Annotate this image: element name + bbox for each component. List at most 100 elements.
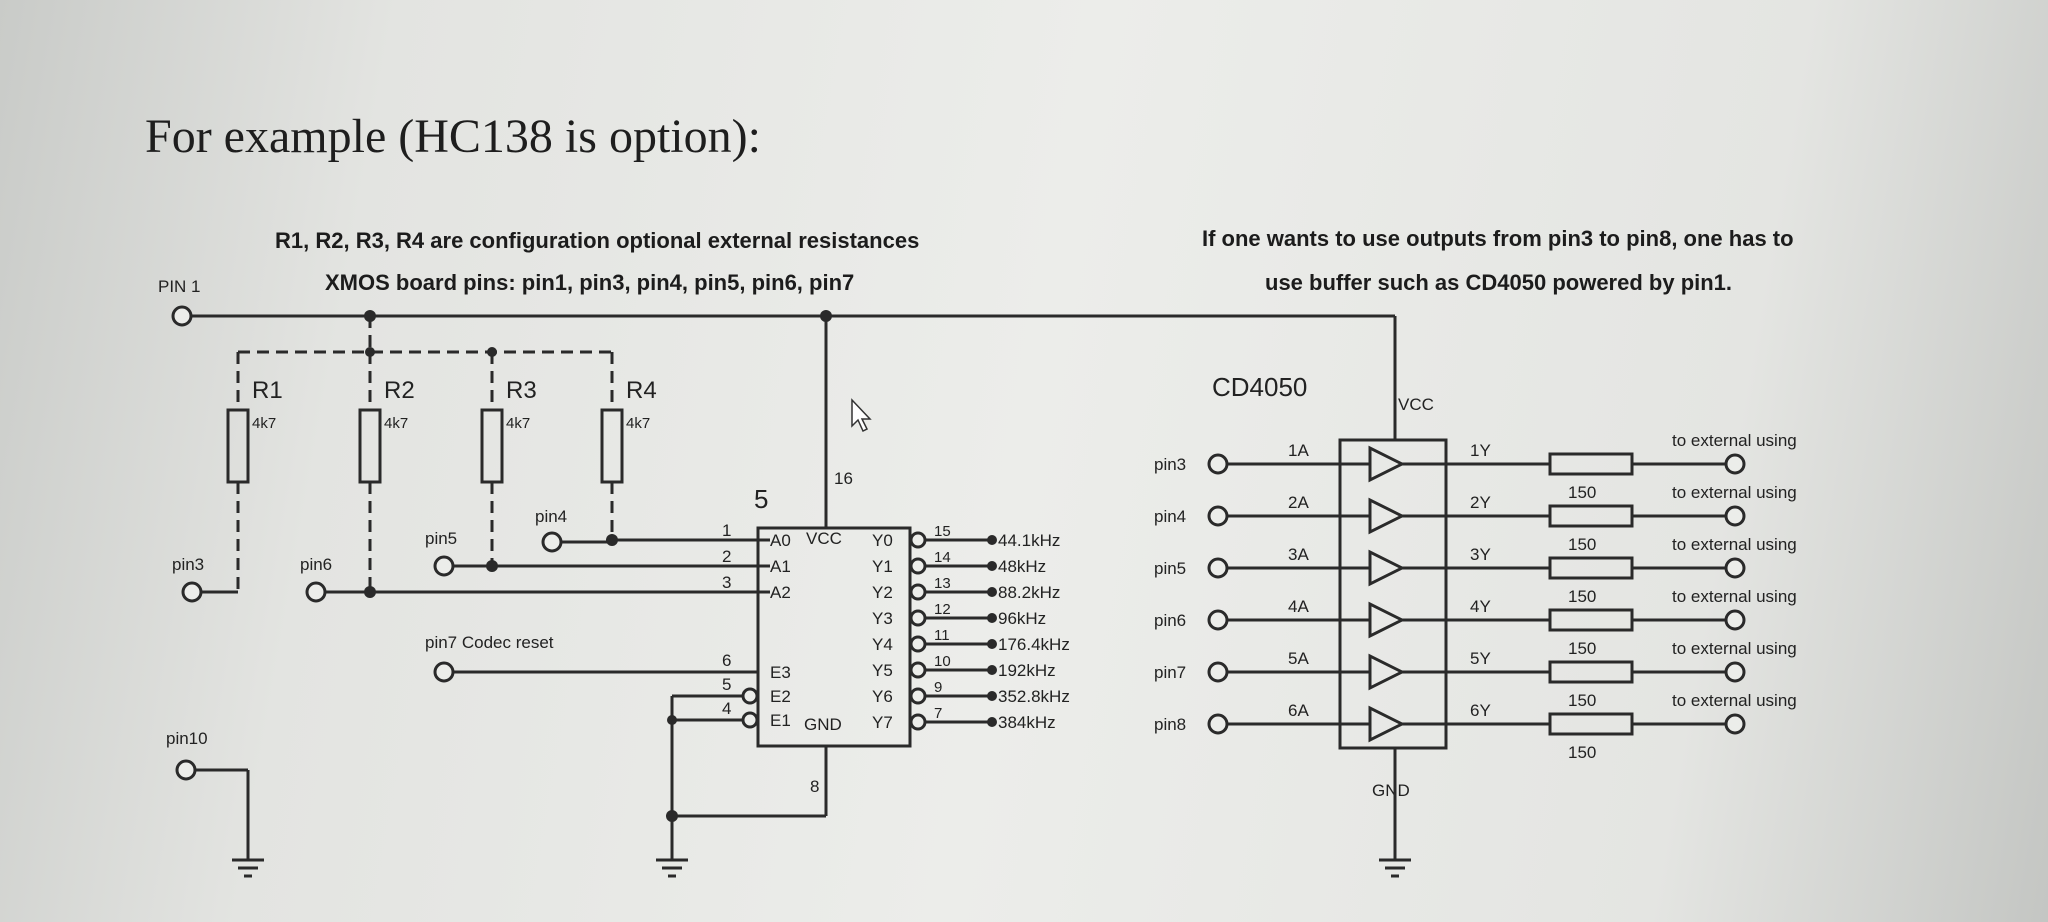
output-frequency: 48kHz [998,557,1046,576]
output-inversion-bubble [909,583,927,601]
e2-name: E2 [770,687,791,706]
decoder-output-name: Y4 [872,635,893,654]
output-frequency: 192kHz [998,661,1056,680]
pin3-label: pin3 [172,555,204,574]
output-inversion-bubble [909,609,927,627]
output-dot [987,691,997,701]
xmos-pins-note: XMOS board pins: pin1, pin3, pin4, pin5,… [325,270,854,295]
r3-name: R3 [506,377,537,404]
buffer-vcc: VCC [1398,395,1434,414]
decoder-output-pin: 9 [934,679,942,696]
series-resistor-value: 150 [1568,483,1596,502]
buffer-title: CD4050 [1212,372,1307,402]
buffer-note-line2: use buffer such as CD4050 powered by pin… [1265,270,1732,295]
buffer-input-name: 4A [1288,597,1309,616]
buffer-input-terminal [1207,661,1229,683]
r3-resistor [480,408,504,484]
r3-value: 4k7 [506,415,530,432]
decoder-gnd: GND [804,715,842,734]
series-resistor [1548,452,1634,476]
output-frequency: 384kHz [998,713,1056,732]
decoder-gnd-pin: 8 [810,777,819,796]
output-frequency: 352.8kHz [998,687,1070,706]
pin5-label: pin5 [425,529,457,548]
buffer-body [1338,438,1448,750]
pin1-terminal [171,305,193,327]
junction-dot [486,560,498,572]
series-resistor [1548,504,1634,528]
r4-value: 4k7 [626,415,650,432]
buffer-input-terminal [1207,609,1229,631]
output-frequency: 176.4kHz [998,635,1070,654]
r1-resistor [226,408,250,484]
junction-dot [364,586,376,598]
a2-name: A2 [770,583,791,602]
r2-resistor [358,408,382,484]
buffer-input-name: 1A [1288,441,1309,460]
decoder-output-pin: 12 [934,601,951,618]
buffer-gate [1368,445,1406,483]
buffer-input-terminal [1207,453,1229,475]
series-resistor-value: 150 [1568,691,1596,710]
external-destination: to external using [1672,691,1797,710]
output-frequency: 44.1kHz [998,531,1060,550]
output-dot [987,717,997,727]
external-terminal [1724,661,1746,683]
output-dot [987,613,997,623]
e3-pin: 6 [722,651,731,670]
pin1-label: PIN 1 [158,277,201,296]
pin4-label: pin4 [535,507,567,526]
external-destination: to external using [1672,535,1797,554]
decoder-output-name: Y2 [872,583,893,602]
external-terminal [1724,557,1746,579]
buffer-input-name: 3A [1288,545,1309,564]
r4-resistor [600,408,624,484]
external-destination: to external using [1672,587,1797,606]
decoder-output-name: Y6 [872,687,893,706]
a0-name: A0 [770,531,791,550]
mouse-cursor-icon [851,398,872,433]
decoder-output-pin: 10 [934,653,951,670]
buffer-input-name: 2A [1288,493,1309,512]
buffer-gate [1368,653,1406,691]
a0-pin: 1 [722,521,731,540]
decoder-output-name: Y3 [872,609,893,628]
buffer-input-pin-label: pin7 [1154,663,1186,682]
series-resistor-value: 150 [1568,535,1596,554]
series-resistor-value: 150 [1568,743,1596,762]
decoder-output-name: Y1 [872,557,893,576]
e3-name: E3 [770,663,791,682]
output-inversion-bubble [909,661,927,679]
output-inversion-bubble [909,687,927,705]
buffer-output-name: 4Y [1470,597,1491,616]
external-destination: to external using [1672,431,1797,450]
output-dot [987,561,997,571]
buffer-input-terminal [1207,505,1229,527]
external-terminal [1724,505,1746,527]
e1-inversion-bubble [741,711,759,729]
hc138-decoder: 5 16 VCC 8 GND 1 2 3 A0 A1 A2 6 5 4 E3 E… [656,316,1070,878]
buffer-note-line1: If one wants to use outputs from pin3 to… [1202,226,1794,251]
resistor-note: R1, R2, R3, R4 are configuration optiona… [275,228,919,253]
decoder-output-pin: 11 [934,627,950,644]
pin10-terminal [175,759,197,781]
r4-name: R4 [626,377,657,404]
buffer-gate [1368,497,1406,535]
decoder-body [756,526,912,748]
decoder-output-name: Y5 [872,661,893,680]
buffer-gate [1368,705,1406,743]
buffer-input-name: 6A [1288,701,1309,720]
output-dot [987,535,997,545]
pin6-terminal [305,581,327,603]
buffer-input-pin-label: pin4 [1154,507,1186,526]
pin5-terminal [433,555,455,577]
output-inversion-bubble [909,713,927,731]
a1-name: A1 [770,557,791,576]
external-terminal [1724,609,1746,631]
buffer-output-name: 5Y [1470,649,1491,668]
series-resistor [1548,608,1634,632]
pin10-label: pin10 [166,729,208,748]
pin3-terminal [181,581,203,603]
